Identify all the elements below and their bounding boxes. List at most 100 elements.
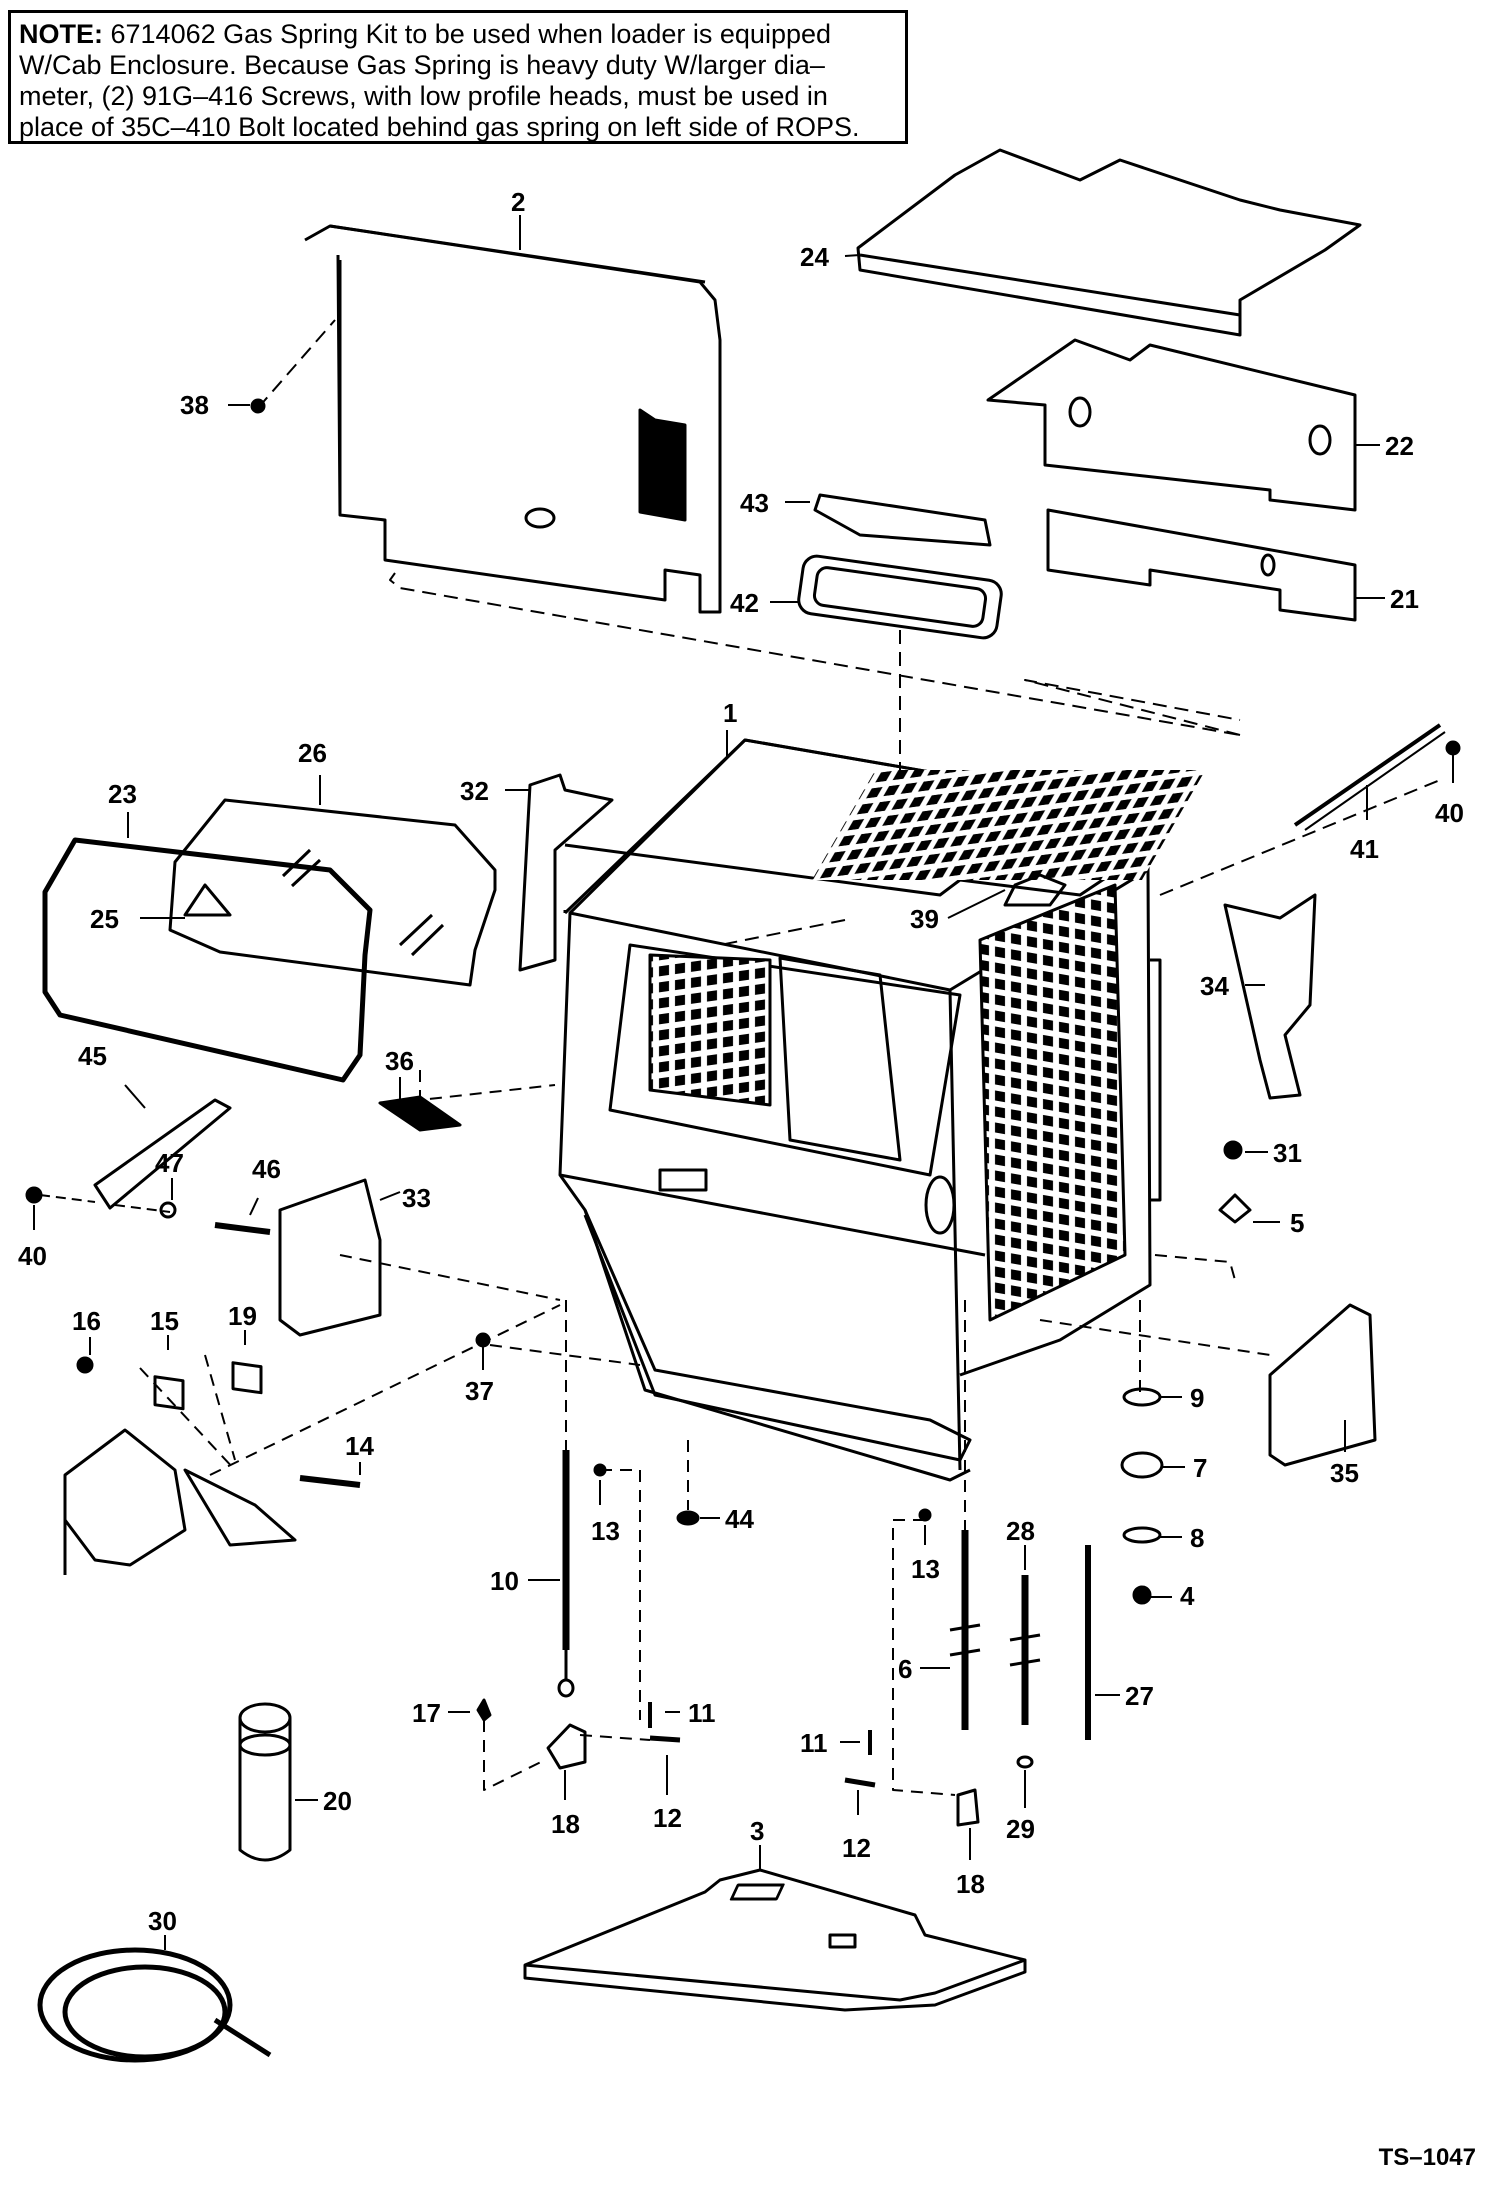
callout-2: 2 — [511, 187, 525, 217]
bolt-part-46 — [214, 1222, 271, 1235]
callout-37: 37 — [465, 1376, 494, 1406]
callout-6: 6 — [898, 1654, 912, 1684]
cleaner-can-part-20 — [238, 1702, 292, 1862]
callout-8: 8 — [1190, 1523, 1204, 1553]
window-glass-part-26 — [168, 798, 497, 987]
callout-11a: 11 — [688, 1698, 716, 1728]
callout-14: 14 — [345, 1431, 374, 1461]
washer-part-47 — [159, 1201, 177, 1219]
note-text-1: 6714062 Gas Spring Kit to be used when l… — [103, 19, 832, 49]
label-part-25 — [183, 883, 232, 917]
note-line-4: place of 35C–410 Bolt located behind gas… — [19, 112, 860, 142]
callout-15: 15 — [150, 1306, 179, 1336]
note-line-3: meter, (2) 91G–416 Screws, with low prof… — [19, 81, 828, 111]
hose-coil-part-30 — [37, 1947, 272, 2063]
callout-23: 23 — [108, 779, 137, 809]
trim-part-34 — [1223, 893, 1317, 1100]
callout-38: 38 — [180, 390, 209, 420]
vent-seal-part-42 — [797, 554, 1003, 640]
seal-guide-line — [1159, 779, 1441, 896]
callout-7: 7 — [1193, 1453, 1207, 1483]
callout-18b: 18 — [956, 1869, 985, 1899]
window-seal-part-23 — [42, 837, 373, 1083]
bracket-part-18-left — [546, 1723, 587, 1770]
callout-45: 45 — [78, 1041, 107, 1071]
bushing-part-15 — [153, 1375, 185, 1411]
bracket-part-18-right — [956, 1788, 980, 1827]
floor-plate-part-3 — [523, 1868, 1027, 2012]
figure-reference: TS–1047 — [1378, 2144, 1476, 2171]
callout-10: 10 — [490, 1566, 519, 1596]
screw-part-38 — [250, 398, 266, 414]
plate-part-5 — [1218, 1193, 1252, 1224]
callout-1: 1 — [723, 698, 737, 728]
note-lead: NOTE: — [19, 19, 103, 49]
gas-spring-part-10 — [557, 1450, 575, 1698]
callout-labels: 1 2 3 4 5 6 7 8 9 10 11 11 12 12 13 13 1… — [18, 187, 1464, 1936]
cab-body-part-1 — [558, 738, 1206, 1482]
callout-13b: 13 — [911, 1554, 940, 1584]
callout-21: 21 — [1390, 584, 1419, 614]
strip-part-21 — [1046, 508, 1357, 622]
callout-26: 26 — [298, 738, 327, 768]
nut-part-37 — [475, 1332, 491, 1348]
pin-part-12-left — [649, 1735, 681, 1743]
headliner-part-24 — [856, 148, 1362, 337]
note-line-1: NOTE: 6714062 Gas Spring Kit to be used … — [19, 19, 897, 50]
callout-39: 39 — [910, 904, 939, 934]
callout-46: 46 — [252, 1154, 281, 1184]
callout-36: 36 — [385, 1046, 414, 1076]
bolt-part-17 — [476, 1698, 492, 1722]
mount-part-9 — [1122, 1387, 1162, 1407]
callout-3: 3 — [750, 1816, 764, 1846]
rear-panel-guide-line — [389, 572, 1241, 736]
bushing-part-19 — [231, 1361, 263, 1395]
isolator-part-7 — [1120, 1451, 1164, 1479]
nut-part-4 — [1132, 1585, 1152, 1605]
part-38-guide-line — [257, 319, 336, 409]
callout-5: 5 — [1290, 1208, 1304, 1238]
callout-35: 35 — [1330, 1458, 1359, 1488]
pin-part-12-right — [844, 1777, 876, 1788]
leader-lines — [33, 215, 1454, 1950]
callout-47: 47 — [155, 1148, 184, 1178]
callout-30: 30 — [148, 1906, 177, 1936]
pad-part-33 — [278, 1178, 382, 1337]
hinge-assembly — [63, 1361, 361, 1575]
trim-part-32 — [518, 773, 614, 972]
callout-44: 44 — [725, 1504, 754, 1534]
nut-part-16 — [76, 1356, 94, 1374]
callout-43: 43 — [740, 488, 769, 518]
callout-31: 31 — [1273, 1138, 1302, 1168]
callout-20: 20 — [323, 1786, 352, 1816]
callout-19: 19 — [228, 1301, 257, 1331]
washer-part-29 — [1016, 1755, 1034, 1769]
washer-part-8 — [1122, 1526, 1162, 1544]
callout-41: 41 — [1350, 834, 1379, 864]
bolt-part-14 — [299, 1475, 361, 1488]
grommet-part-44 — [676, 1510, 700, 1526]
pad-part-35 — [1268, 1303, 1377, 1467]
nut-part-31 — [1223, 1140, 1243, 1160]
callout-4: 4 — [1180, 1581, 1195, 1611]
pad-part-36 — [378, 1095, 462, 1132]
callout-18a: 18 — [551, 1809, 580, 1839]
rear-panel-part-2 — [304, 224, 722, 614]
callout-24: 24 — [800, 242, 829, 272]
callout-13a: 13 — [591, 1516, 620, 1546]
seal-strip-part-41 — [1293, 723, 1442, 827]
callout-25: 25 — [90, 904, 119, 934]
nut-part-13-right — [918, 1508, 932, 1522]
callout-22: 22 — [1385, 431, 1414, 461]
callout-11b: 11 — [800, 1728, 828, 1758]
bracket-part-39 — [1003, 873, 1067, 907]
nut-part-40-top — [1445, 740, 1461, 756]
bar-part-45 — [93, 1098, 232, 1210]
callout-12a: 12 — [653, 1803, 682, 1833]
callout-17: 17 — [412, 1698, 441, 1728]
nut-part-40-left — [25, 1186, 43, 1204]
callout-32: 32 — [460, 776, 489, 806]
gas-spring-part-6 — [949, 1530, 981, 1730]
callout-29: 29 — [1006, 1814, 1035, 1844]
